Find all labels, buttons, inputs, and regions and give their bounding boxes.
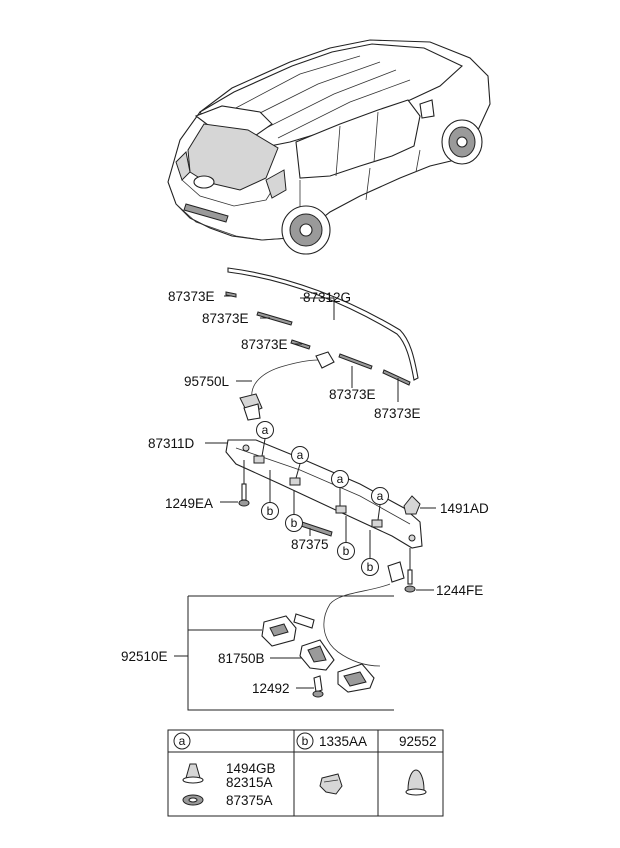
marker-a-2: a: [291, 446, 309, 464]
svg-text:a: a: [337, 472, 344, 486]
legend-part-92552: 92552: [399, 734, 437, 749]
marker-a-3: a: [331, 470, 349, 488]
label-87312g: 87312G: [303, 290, 351, 305]
tape-segment-5: [382, 369, 411, 386]
rear-camera-assembly: [239, 351, 335, 421]
label-95750l: 95750L: [184, 374, 230, 389]
svg-text:a: a: [297, 448, 304, 462]
legend-part-82315a: 82315A: [226, 775, 273, 790]
screw-1249ea: [238, 460, 250, 507]
tape-segment-4: [338, 353, 373, 370]
svg-text:b: b: [343, 544, 350, 558]
push-clip-icon: [405, 769, 427, 796]
marker-b-4: b: [361, 558, 379, 576]
label-87373e-1: 87373E: [168, 289, 215, 304]
marker-b-3: b: [337, 542, 355, 560]
label-92510e: 92510E: [121, 649, 168, 664]
label-87373e-2: 87373E: [202, 311, 249, 326]
svg-text:a: a: [377, 489, 384, 503]
svg-text:a: a: [179, 734, 186, 748]
marker-a-4: a: [371, 487, 389, 505]
vehicle-illustration: [167, 39, 491, 255]
legend-part-87375a: 87375A: [226, 793, 273, 808]
clip-fastener-icon: [182, 763, 204, 784]
marker-a-1: a: [256, 421, 274, 439]
tailgate-garnish: [225, 439, 423, 549]
label-12492: 12492: [252, 681, 290, 696]
legend-part-1335aa: 1335AA: [319, 734, 367, 749]
label-87373e-4: 87373E: [329, 387, 376, 402]
legend-part-1494gb: 1494GB: [226, 761, 276, 776]
svg-text:b: b: [367, 560, 374, 574]
marker-circles: a a a a b b b b: [256, 421, 389, 576]
label-87373e-3: 87373E: [241, 337, 288, 352]
license-lamp-group: [187, 583, 394, 711]
connector-1244fe: [387, 548, 416, 593]
tape-segment-1: [225, 291, 237, 298]
label-1249ea: 1249EA: [165, 496, 213, 511]
svg-text:b: b: [302, 734, 309, 748]
legend-marker-b: b: [296, 732, 314, 750]
marker-b-1: b: [261, 502, 279, 520]
washer-icon: [182, 794, 204, 806]
label-87311d: 87311D: [148, 436, 195, 451]
svg-text:a: a: [262, 423, 269, 437]
svg-text:b: b: [291, 516, 298, 530]
label-87375: 87375: [291, 537, 329, 552]
tape-segment-2: [256, 311, 293, 326]
leader-lines: [174, 295, 436, 689]
spring-nut-icon: [319, 773, 343, 795]
label-1491ad: 1491AD: [440, 501, 489, 516]
legend-table: a b 1335AA 92552 1494GB 82315A 87375A: [167, 729, 444, 817]
label-1244fe: 1244FE: [436, 583, 483, 598]
legend-marker-a: a: [173, 732, 191, 750]
marker-b-2: b: [285, 514, 303, 532]
label-81750b: 81750B: [218, 651, 265, 666]
svg-text:b: b: [267, 504, 274, 518]
clip-1491ad: [403, 495, 421, 515]
callout-labels: 87373E 87312G 87373E 87373E 95750L 87373…: [121, 289, 489, 696]
label-87373e-5: 87373E: [374, 406, 421, 421]
